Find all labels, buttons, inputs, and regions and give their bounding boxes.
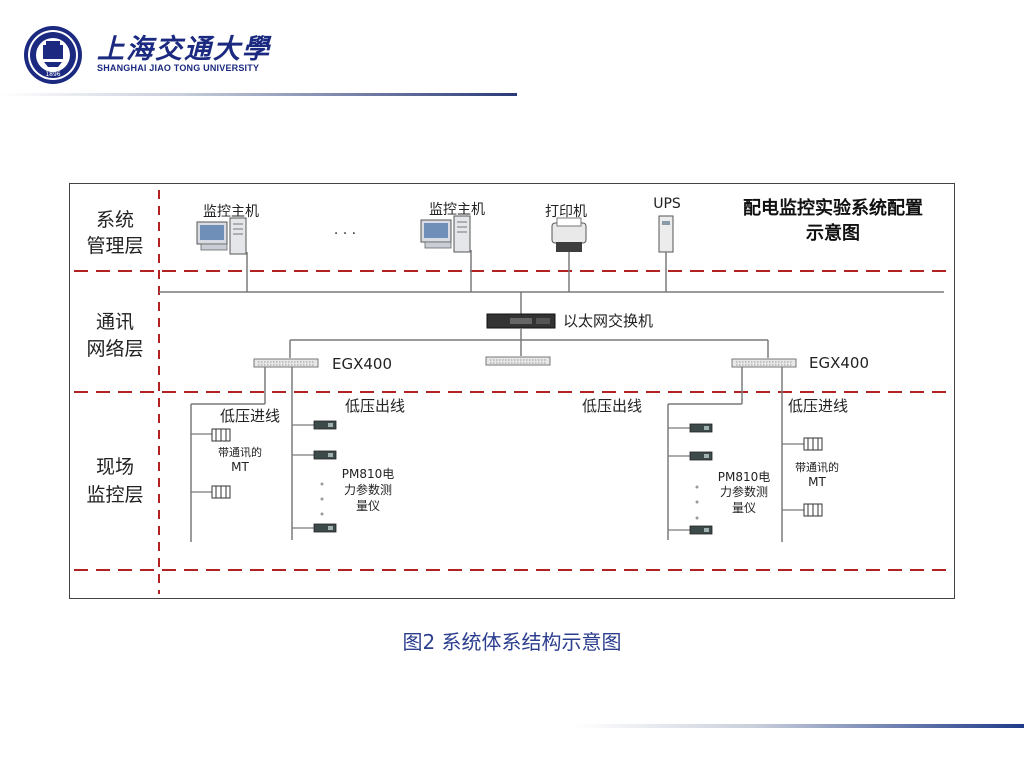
pm-right-label-3: 量仪 [732, 501, 756, 515]
ups-icon [658, 215, 674, 253]
diagram-title-line1: 配电监控实验系统配置 [743, 197, 923, 219]
layer-label-field-2: 监控层 [86, 484, 143, 506]
pm-right-label-1: PM810电 [718, 470, 771, 484]
egx400-right-icon [731, 358, 797, 368]
logo-english-name: SHANGHAI JIAO TONG UNIVERSITY [97, 63, 260, 73]
pm-left-ellipsis-dots [320, 482, 324, 516]
pm-left-label-1: PM810电 [342, 467, 395, 481]
layer-label-network-2: 网络层 [86, 338, 143, 360]
pm810-left-1-icon [313, 420, 337, 430]
mt-breaker-right-1-icon [803, 437, 823, 451]
mt-right-label-2: MT [808, 475, 826, 489]
ups-label: UPS [653, 196, 681, 212]
mt-left-label-1: 带通讯的 [218, 445, 262, 459]
mt-breaker-right-2-icon [803, 503, 823, 517]
pm-right-label-2: 力参数测 [720, 484, 768, 499]
printer-label: 打印机 [545, 203, 587, 220]
logo-chinese-name: 上海交通大學 [97, 34, 271, 65]
diagram-title-line2: 示意图 [806, 222, 860, 244]
footer-divider [575, 724, 1024, 728]
monitor-host-icon-1 [196, 217, 247, 255]
monitor-host-icon-2 [420, 215, 471, 253]
right-outgoing-label: 低压出线 [582, 397, 642, 415]
pm-right-ellipsis-dots [695, 485, 699, 520]
left-incoming-label: 低压进线 [220, 407, 280, 425]
architecture-diagram: 系统 管理层 通讯 网络层 现场 监控层 配电监控实验系统配置 示意图 监控主机… [74, 190, 950, 594]
pm810-left-3-icon [313, 523, 337, 533]
egx400-right-label: EGX400 [809, 354, 869, 372]
figure-caption: 图2 系统体系结构示意图 [402, 630, 622, 654]
host-label-1: 监控主机 [203, 204, 259, 220]
university-seal-icon: 1896 [24, 26, 82, 84]
pm810-right-3-icon [689, 525, 713, 535]
layer-label-management-2: 管理层 [86, 235, 143, 257]
pm-left-label-2: 力参数测 [344, 482, 392, 497]
architecture-figure: 系统 管理层 通讯 网络层 现场 监控层 配电监控实验系统配置 示意图 监控主机… [69, 183, 955, 599]
hosts-ellipsis: · · · [334, 226, 356, 242]
mt-breaker-left-2-icon [211, 485, 231, 499]
pm810-left-2-icon [313, 450, 337, 460]
mt-right-label-1: 带通讯的 [795, 460, 839, 474]
layer-label-network-1: 通讯 [96, 311, 134, 333]
egx400-middle-icon [485, 356, 551, 366]
mt-breaker-left-1-icon [211, 428, 231, 442]
egx400-left-label: EGX400 [332, 355, 392, 373]
mt-left-label-2: MT [231, 460, 249, 474]
header-divider [0, 93, 517, 96]
pm-left-label-3: 量仪 [356, 499, 380, 513]
layer-label-management-1: 系统 [96, 209, 134, 231]
seal-year: 1896 [45, 71, 60, 78]
printer-icon [551, 217, 587, 252]
host-label-2: 监控主机 [429, 202, 485, 218]
ethernet-switch-icon [486, 313, 556, 329]
pm810-right-1-icon [689, 423, 713, 433]
right-incoming-label: 低压进线 [788, 397, 848, 415]
left-outgoing-label: 低压出线 [345, 397, 405, 415]
pm810-right-2-icon [689, 451, 713, 461]
switch-label: 以太网交换机 [563, 312, 653, 330]
egx400-left-icon [253, 358, 319, 368]
layer-label-field-1: 现场 [96, 456, 134, 478]
